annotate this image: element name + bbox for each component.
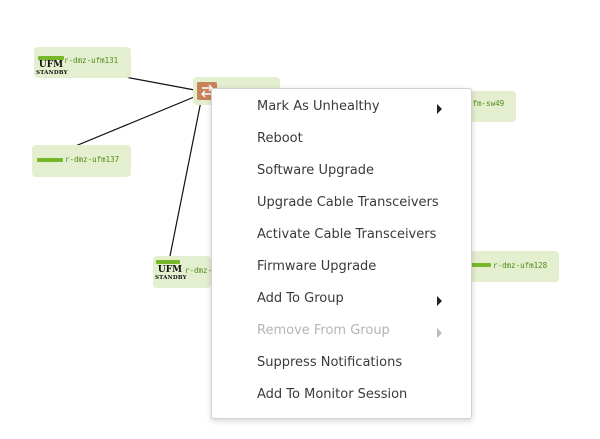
menu-item-firmware-upgrade[interactable]: Firmware Upgrade bbox=[212, 253, 471, 285]
host-icon bbox=[37, 158, 63, 162]
topology-node-ufm131[interactable]: UFM STANDBY r-dmz-ufm131 bbox=[34, 47, 131, 78]
node-label: r-dmz- bbox=[185, 266, 213, 275]
ufm-standby-badge: UFM STANDBY bbox=[36, 60, 68, 77]
submenu-arrow-icon bbox=[437, 328, 442, 338]
host-icon bbox=[468, 263, 491, 267]
menu-item-label: Mark As Unhealthy bbox=[257, 99, 380, 114]
menu-item-label: Upgrade Cable Transceivers bbox=[257, 195, 439, 210]
menu-item-add-to-group[interactable]: Add To Group bbox=[212, 285, 471, 317]
standby-badge-text: STANDBY bbox=[155, 275, 187, 281]
menu-item-remove-from-group: Remove From Group bbox=[212, 317, 471, 349]
ufm-badge-text: UFM bbox=[157, 265, 183, 275]
menu-item-label: Suppress Notifications bbox=[257, 355, 403, 370]
menu-item-software-upgrade[interactable]: Software Upgrade bbox=[212, 157, 471, 189]
switch-arrows-icon bbox=[201, 84, 213, 98]
menu-item-label: Add To Group bbox=[257, 291, 344, 306]
menu-item-label: Firmware Upgrade bbox=[257, 259, 377, 274]
node-label: r-dmz-ufm137 bbox=[65, 155, 120, 164]
device-context-menu: Mark As Unhealthy Reboot Software Upgrad… bbox=[211, 88, 472, 419]
menu-item-mark-as-unhealthy[interactable]: Mark As Unhealthy bbox=[212, 93, 471, 125]
menu-item-label: Reboot bbox=[257, 131, 303, 146]
topology-node-ufm137[interactable]: r-dmz-ufm137 bbox=[32, 145, 131, 177]
menu-item-reboot[interactable]: Reboot bbox=[212, 125, 471, 157]
standby-badge-text: STANDBY bbox=[36, 70, 68, 76]
node-label: ufm-sw49 bbox=[468, 99, 505, 108]
link-lower-switch bbox=[167, 100, 202, 267]
menu-item-suppress-notifications[interactable]: Suppress Notifications bbox=[212, 349, 471, 381]
submenu-arrow-icon bbox=[437, 296, 442, 306]
submenu-arrow-icon bbox=[437, 104, 442, 114]
menu-item-upgrade-cable-transceivers[interactable]: Upgrade Cable Transceivers bbox=[212, 189, 471, 221]
topology-node-lower[interactable]: UFM STANDBY r-dmz- bbox=[153, 256, 213, 288]
node-label: r-dmz-ufm131 bbox=[64, 56, 119, 65]
menu-item-add-to-monitor-session[interactable]: Add To Monitor Session bbox=[212, 381, 471, 413]
ufm-standby-badge: UFM STANDBY bbox=[155, 265, 187, 282]
menu-item-label: Add To Monitor Session bbox=[257, 387, 408, 402]
host-icon bbox=[156, 260, 180, 264]
menu-item-label: Software Upgrade bbox=[257, 163, 375, 178]
menu-item-label: Remove From Group bbox=[257, 323, 390, 338]
menu-item-label: Activate Cable Transceivers bbox=[257, 227, 437, 242]
ufm-badge-text: UFM bbox=[38, 60, 64, 70]
menu-item-activate-cable-transceivers[interactable]: Activate Cable Transceivers bbox=[212, 221, 471, 253]
node-label: r-dmz-ufm128 bbox=[493, 261, 548, 270]
host-icon bbox=[38, 56, 64, 60]
